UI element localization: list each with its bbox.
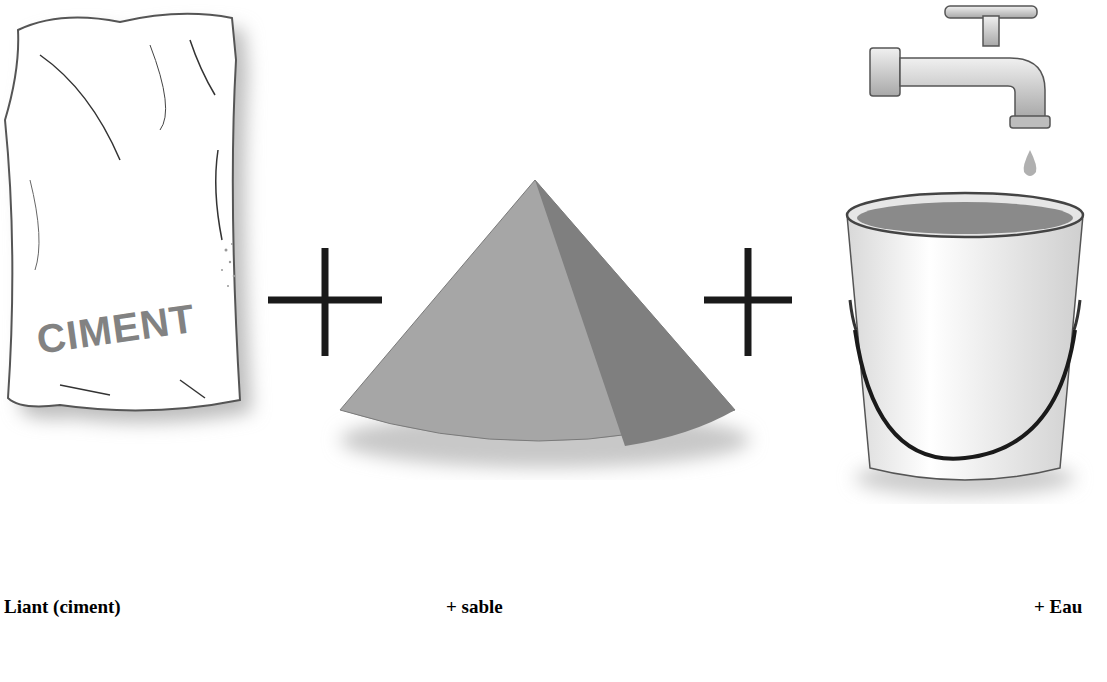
sand-pile <box>340 180 750 468</box>
bag-crease <box>216 150 222 240</box>
bag-crease <box>30 180 39 270</box>
ingredient-label: Liant (ciment) <box>4 596 121 618</box>
bag-crease <box>60 385 110 395</box>
bucket <box>847 193 1083 496</box>
bag-crease <box>180 380 205 398</box>
bag-dust <box>221 243 235 287</box>
cement-bag <box>5 14 252 423</box>
bag-outline <box>5 14 240 411</box>
pile-shade <box>535 180 735 446</box>
ingredient-label: + sable <box>446 596 503 618</box>
bag-crease <box>150 45 166 130</box>
bag-crease <box>190 40 215 95</box>
faucet <box>870 6 1050 176</box>
ingredient-label: + Eau <box>1034 596 1082 618</box>
plus-sign <box>268 248 382 356</box>
bag-crease <box>40 55 120 160</box>
plus-sign <box>704 248 792 356</box>
